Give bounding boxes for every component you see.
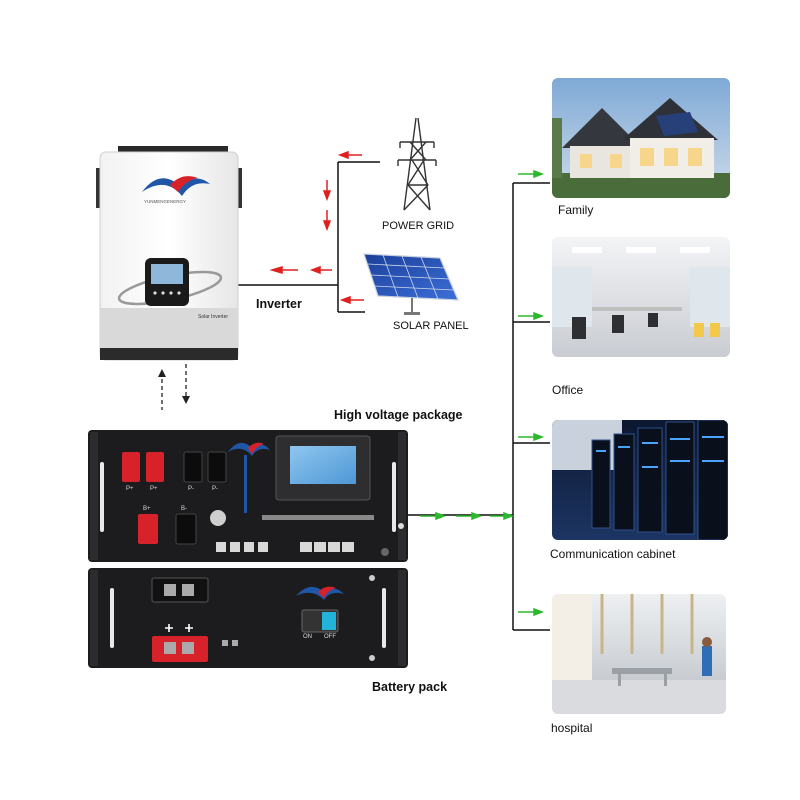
battery-pack-label: Battery pack — [372, 680, 448, 694]
high-voltage-package — [88, 430, 408, 562]
communication-cabinet-image — [552, 420, 728, 540]
inverter-label: Inverter — [256, 297, 302, 311]
inverter-model-text: Solar Inverter — [198, 314, 229, 320]
inverter-device — [96, 146, 242, 361]
red-arrow-icon — [269, 265, 298, 275]
hv-bplus-text: B+ — [143, 506, 151, 512]
connection-lines — [238, 161, 550, 631]
office-label: Office — [552, 383, 584, 397]
green-arrow-icon — [420, 511, 447, 521]
switch-on-text: ON — [303, 634, 312, 640]
red-arrow-icon — [339, 295, 364, 305]
inverter-brand-text: YUNMENGENERGY — [144, 199, 187, 204]
arrow-down-icon — [182, 396, 190, 404]
office-image — [552, 237, 730, 357]
green-arrow-icon — [490, 511, 515, 521]
solar-panel-icon — [363, 253, 459, 315]
red-arrow-icon — [337, 150, 362, 160]
dashed-links — [161, 364, 187, 410]
red-arrow-icon — [309, 265, 332, 275]
green-arrow-icon — [456, 511, 483, 521]
green-arrow-icon — [518, 311, 545, 321]
red-flow-arrows — [269, 150, 364, 305]
brand-logo — [142, 176, 210, 196]
family-label: Family — [558, 203, 594, 217]
hospital-label: hospital — [551, 721, 593, 735]
red-arrow-icon — [322, 210, 332, 232]
power-grid-tower-icon — [397, 117, 437, 211]
arrow-up-icon — [158, 369, 166, 377]
family-house-image — [552, 78, 730, 198]
power-grid-label: POWER GRID — [382, 220, 455, 232]
hv-bminus-text: B- — [181, 506, 187, 512]
switch-off-text: OFF — [324, 634, 336, 640]
green-flow-arrows — [420, 169, 545, 617]
hv-pplus-text: P+ — [126, 486, 134, 492]
green-arrow-icon — [518, 432, 545, 442]
high-voltage-label: High voltage package — [334, 408, 463, 422]
battery-pack-device — [88, 568, 408, 668]
red-arrow-icon — [322, 180, 332, 202]
solar-panel-label: SOLAR PANEL — [393, 320, 469, 332]
hv-pminus-text: P- — [188, 486, 194, 492]
communication-cabinet-label: Communication cabinet — [550, 547, 676, 561]
hospital-image — [552, 594, 726, 714]
hv-pminus-text-2: P- — [212, 486, 218, 492]
hv-pplus-text-2: P+ — [150, 486, 158, 492]
green-arrow-icon — [518, 607, 545, 617]
green-arrow-icon — [518, 169, 545, 179]
